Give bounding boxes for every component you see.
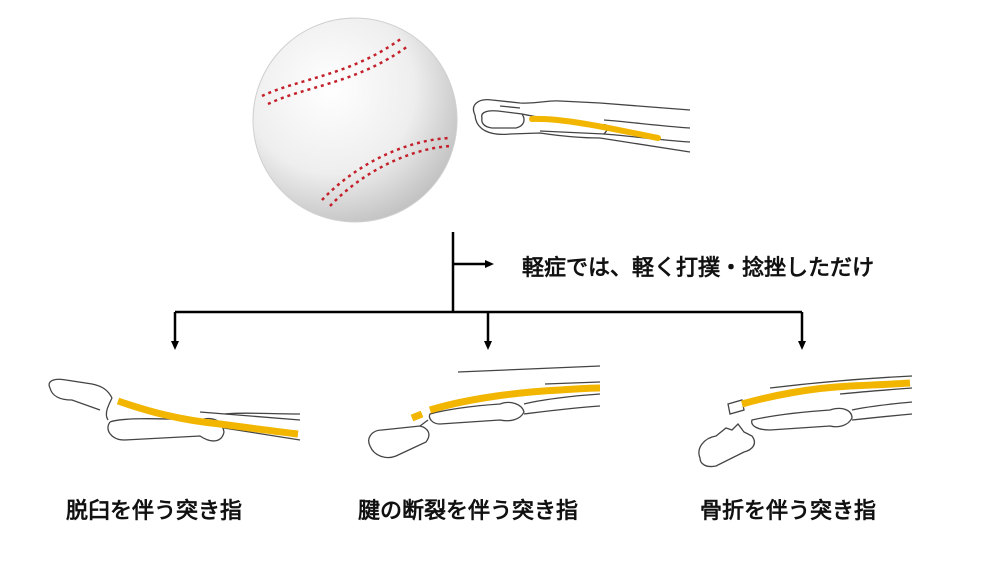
finger-icon-tendon-rupture <box>368 365 601 459</box>
flow-lines <box>171 232 806 350</box>
caption-fracture: 骨折を伴う突き指 <box>700 499 877 524</box>
tendon-rupture-distal <box>410 410 424 422</box>
baseball-seam-top <box>261 36 403 98</box>
tendon-rupture-proximal <box>428 384 601 414</box>
finger-icon-fracture <box>698 375 913 468</box>
baseball-seam-top-2 <box>267 44 409 106</box>
caption-dislocation: 脱臼を伴う突き指 <box>66 499 243 524</box>
caption-tendon-rupture: 腱の断裂を伴う突き指 <box>358 499 579 524</box>
baseball-icon <box>252 17 458 223</box>
tendon-fracture <box>741 379 911 408</box>
tendon-dislocation <box>116 397 299 438</box>
tendon-normal <box>529 115 661 141</box>
baseball-seam-bottom-2 <box>329 144 453 207</box>
mild-case-label: 軽症では、軽く打撲・捻挫しただけ <box>522 256 875 281</box>
baseball-seam-bottom <box>321 136 451 201</box>
